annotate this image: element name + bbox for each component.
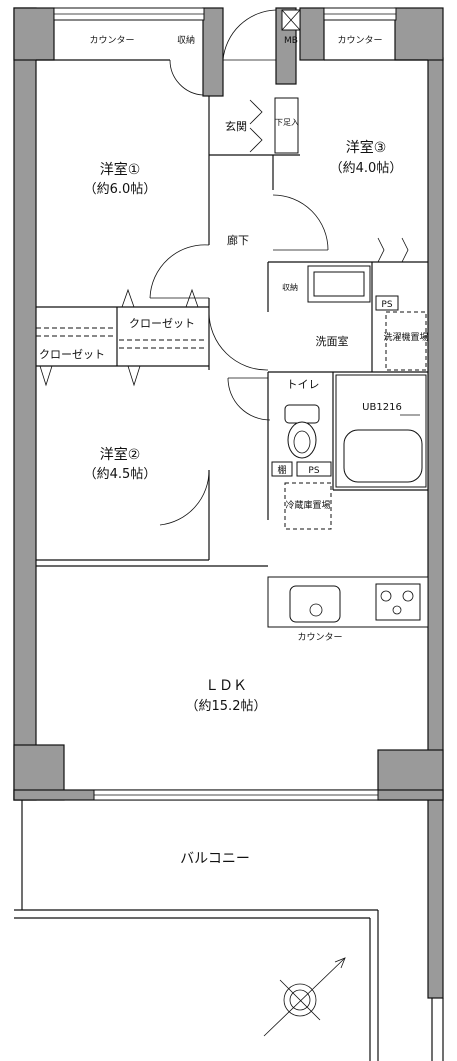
toilet-icon <box>284 404 320 459</box>
storage-top: 収納 <box>177 34 195 46</box>
genkan-label: 玄関 <box>225 119 247 133</box>
ps-wash-label: PS <box>381 300 392 310</box>
room2-size: （約4.5帖） <box>84 467 157 482</box>
washroom-fixtures <box>307 237 427 371</box>
labels: 洋室① （約6.0帖） 洋室② （約4.5帖） 洋室③ （約4.0帖） ＬＤＫ … <box>39 34 429 867</box>
counter-top-right: カウンター <box>337 35 382 46</box>
closet-right-label: クローゼット <box>129 317 195 330</box>
kitchen-counter-label: カウンター <box>297 632 342 643</box>
bathtub-icon <box>335 374 427 488</box>
washroom-label: 洗面室 <box>316 334 349 348</box>
shoes-storage-label: 下足入 <box>275 118 299 127</box>
mb-box <box>281 9 301 31</box>
balcony-outline <box>14 800 444 1061</box>
ldk-size: （約15.2帖） <box>186 699 267 714</box>
hallway-label: 廊下 <box>227 233 249 247</box>
stove-icon <box>375 583 421 621</box>
closet-rails <box>36 288 207 387</box>
toilet-ps <box>271 461 332 477</box>
kitchen-fixtures <box>289 583 421 623</box>
fridge-label: 冷蔵庫置場 <box>285 499 330 511</box>
balcony-label: バルコニー <box>180 851 250 867</box>
sink-icon <box>313 271 365 297</box>
genkan-cabinet <box>249 97 299 154</box>
room3-name: 洋室③ <box>346 139 387 156</box>
shelf-label: 棚 <box>277 464 286 476</box>
fridge-box <box>284 482 332 530</box>
ldk-name: ＬＤＫ <box>205 678 247 694</box>
closet-left-label: クローゼット <box>39 348 105 361</box>
ps-toilet-label: PS <box>308 466 319 476</box>
room1-name: 洋室① <box>100 161 141 178</box>
mb-label: MB <box>284 36 298 46</box>
doors <box>149 9 329 526</box>
room1-size: （約6.0帖） <box>84 182 157 197</box>
room3-size: （約4.0帖） <box>330 161 403 176</box>
toilet-label: トイレ <box>287 378 320 391</box>
top-windows <box>53 7 397 801</box>
exterior-walls <box>13 7 444 999</box>
counter-top-left: カウンター <box>89 35 134 46</box>
room2-name: 洋室② <box>100 446 141 463</box>
washer-space-label: 洗濯機置場 <box>383 331 428 343</box>
ub-label: UB1216 <box>362 402 402 413</box>
compass-icon <box>263 957 346 1037</box>
storage-mid-label: 収納 <box>282 282 298 292</box>
